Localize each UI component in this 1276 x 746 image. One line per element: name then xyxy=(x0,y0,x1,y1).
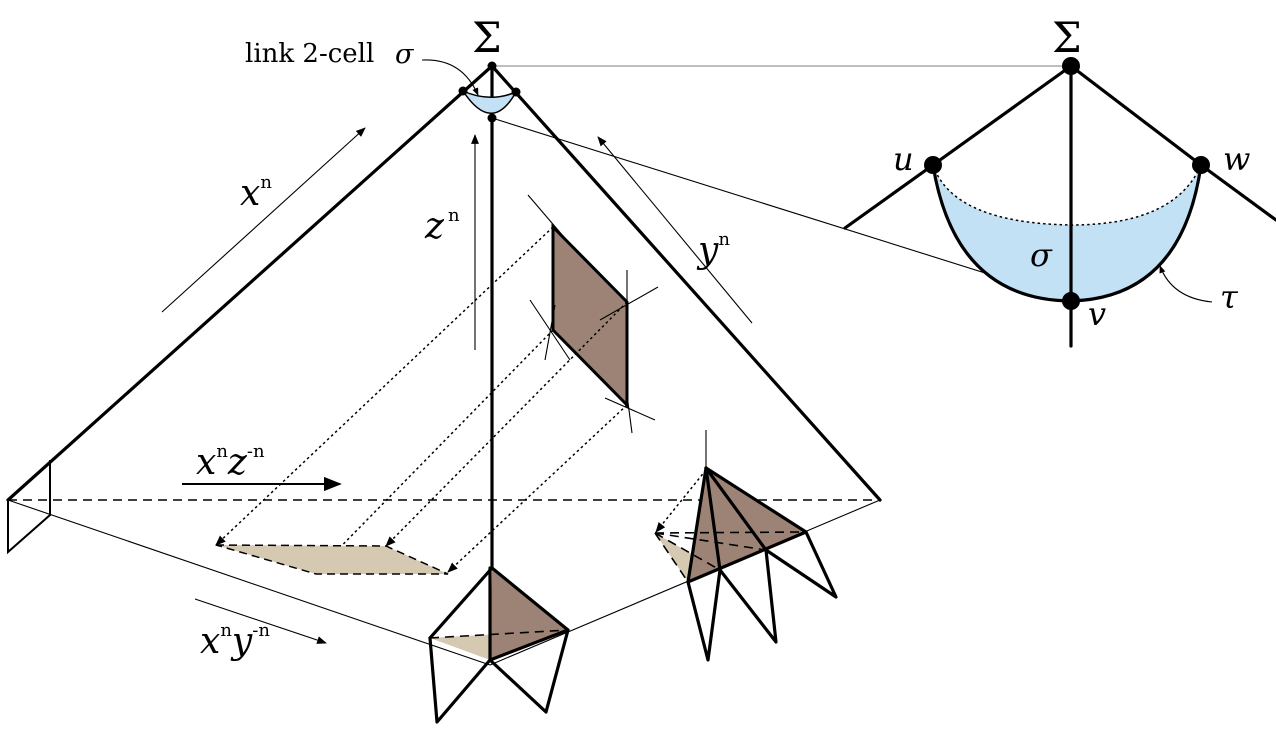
y-n-label: yn xyxy=(696,229,730,271)
projection-2 xyxy=(315,329,554,573)
link-2-cell-label: link 2-cell xyxy=(245,39,374,69)
x-n-label: xn xyxy=(240,172,272,214)
tau-label: τ xyxy=(1220,278,1239,316)
link-vertex-b xyxy=(511,87,521,97)
base-front-right-edge xyxy=(489,499,881,666)
arrow-y xyxy=(597,136,753,324)
edge-y xyxy=(490,64,882,502)
link-vertex-c xyxy=(487,113,497,123)
vertex-w-label: w xyxy=(1223,140,1250,178)
bottom-cone xyxy=(428,566,570,724)
projection-3 xyxy=(385,301,628,547)
link-cell-fill xyxy=(460,89,518,114)
link-sigma-label: σ xyxy=(395,39,415,70)
apex-vertex xyxy=(487,61,497,71)
edge-x xyxy=(6,64,494,502)
link-vertex-a xyxy=(458,86,468,96)
vertex-v xyxy=(1062,292,1080,310)
tau-pointer xyxy=(1159,265,1213,303)
xny-n-label: xny-n xyxy=(200,620,270,662)
vertex-v-label: v xyxy=(1088,295,1106,333)
projected-cell xyxy=(215,544,449,575)
projection-4 xyxy=(447,404,628,573)
vertex-u-label: u xyxy=(893,140,914,178)
inset-apex xyxy=(1062,57,1080,75)
inset-sigma-label: σ xyxy=(1030,236,1053,274)
arrow-x xyxy=(161,127,366,313)
vertex-w xyxy=(1192,156,1210,174)
link-2-cell xyxy=(421,59,521,123)
inset-link xyxy=(843,57,1276,348)
right-cone xyxy=(654,430,838,662)
xnz-n-label: xnz-n xyxy=(196,441,265,483)
sigma-label-right: Σ xyxy=(1052,13,1082,62)
left-wing xyxy=(7,460,51,555)
projection-1 xyxy=(215,226,554,546)
inset-sigma-fill xyxy=(933,165,1201,301)
connector-link xyxy=(491,117,1072,301)
sigma-label-left: Σ xyxy=(472,13,502,62)
arrow-xy xyxy=(194,598,327,644)
vertex-u xyxy=(924,156,942,174)
base-front-left-edge xyxy=(7,499,491,666)
parallelogram-fill xyxy=(551,223,629,409)
link-pointer xyxy=(421,59,479,96)
